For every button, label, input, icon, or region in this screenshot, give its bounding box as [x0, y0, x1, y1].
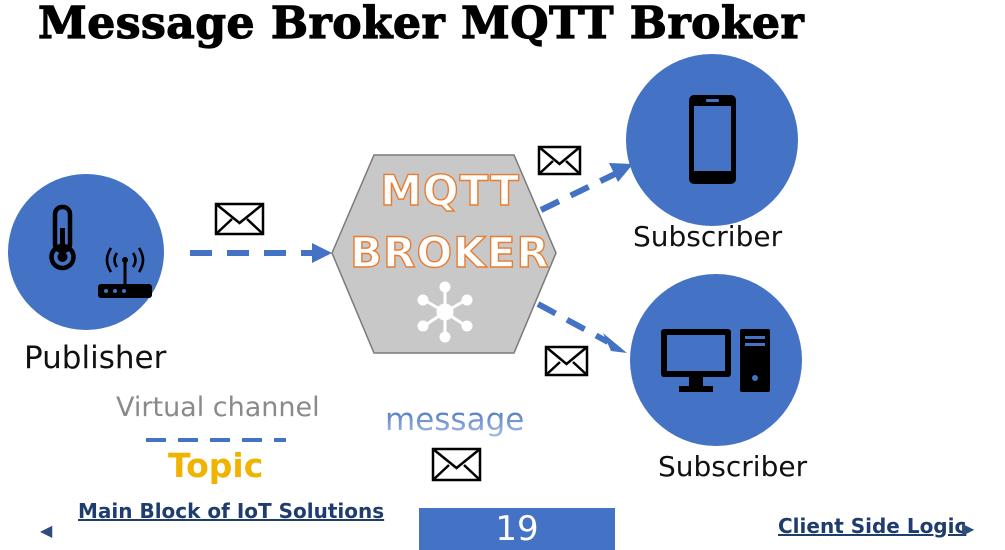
- page-title: Message Broker MQTT Broker: [37, 0, 805, 50]
- envelope-icon: [214, 202, 265, 236]
- smartphone-icon: [689, 95, 736, 184]
- network-hub-icon: [417, 281, 473, 343]
- envelope-icon: [537, 145, 582, 176]
- topic-label: Topic: [168, 446, 264, 485]
- page-number: 19: [419, 508, 615, 550]
- subscriber-1-label: Subscriber: [633, 220, 783, 253]
- subscribe-arrowhead-1: [609, 163, 633, 182]
- subscribe-arrowhead-2: [603, 333, 627, 353]
- publish-arrowhead: [312, 243, 332, 263]
- next-arrow-icon[interactable]: ▶: [962, 519, 975, 538]
- thermometer-icon: [49, 204, 76, 271]
- subscriber-2-label: Subscriber: [658, 450, 808, 483]
- prev-arrow-icon[interactable]: ◀: [40, 521, 53, 540]
- broker-label-line2: BROKER: [349, 227, 550, 277]
- message-label: message: [385, 402, 525, 438]
- broker-hexagon: [331, 154, 557, 354]
- publisher-label: Publisher: [24, 340, 167, 376]
- broker-label-line1: MQTT: [379, 165, 520, 215]
- virtual-channel-label: Virtual channel: [116, 392, 320, 423]
- next-section-link[interactable]: Client Side Logic: [778, 514, 967, 538]
- prev-section-link[interactable]: Main Block of IoT Solutions: [78, 499, 385, 523]
- desktop-computer-icon: [661, 329, 770, 392]
- subscribe-arrow-1: [539, 171, 617, 213]
- envelope-icon: [544, 345, 589, 377]
- router-icon: [98, 247, 152, 298]
- message-legend-envelope-icon: [431, 447, 482, 482]
- subscribe-arrow-2: [536, 301, 610, 345]
